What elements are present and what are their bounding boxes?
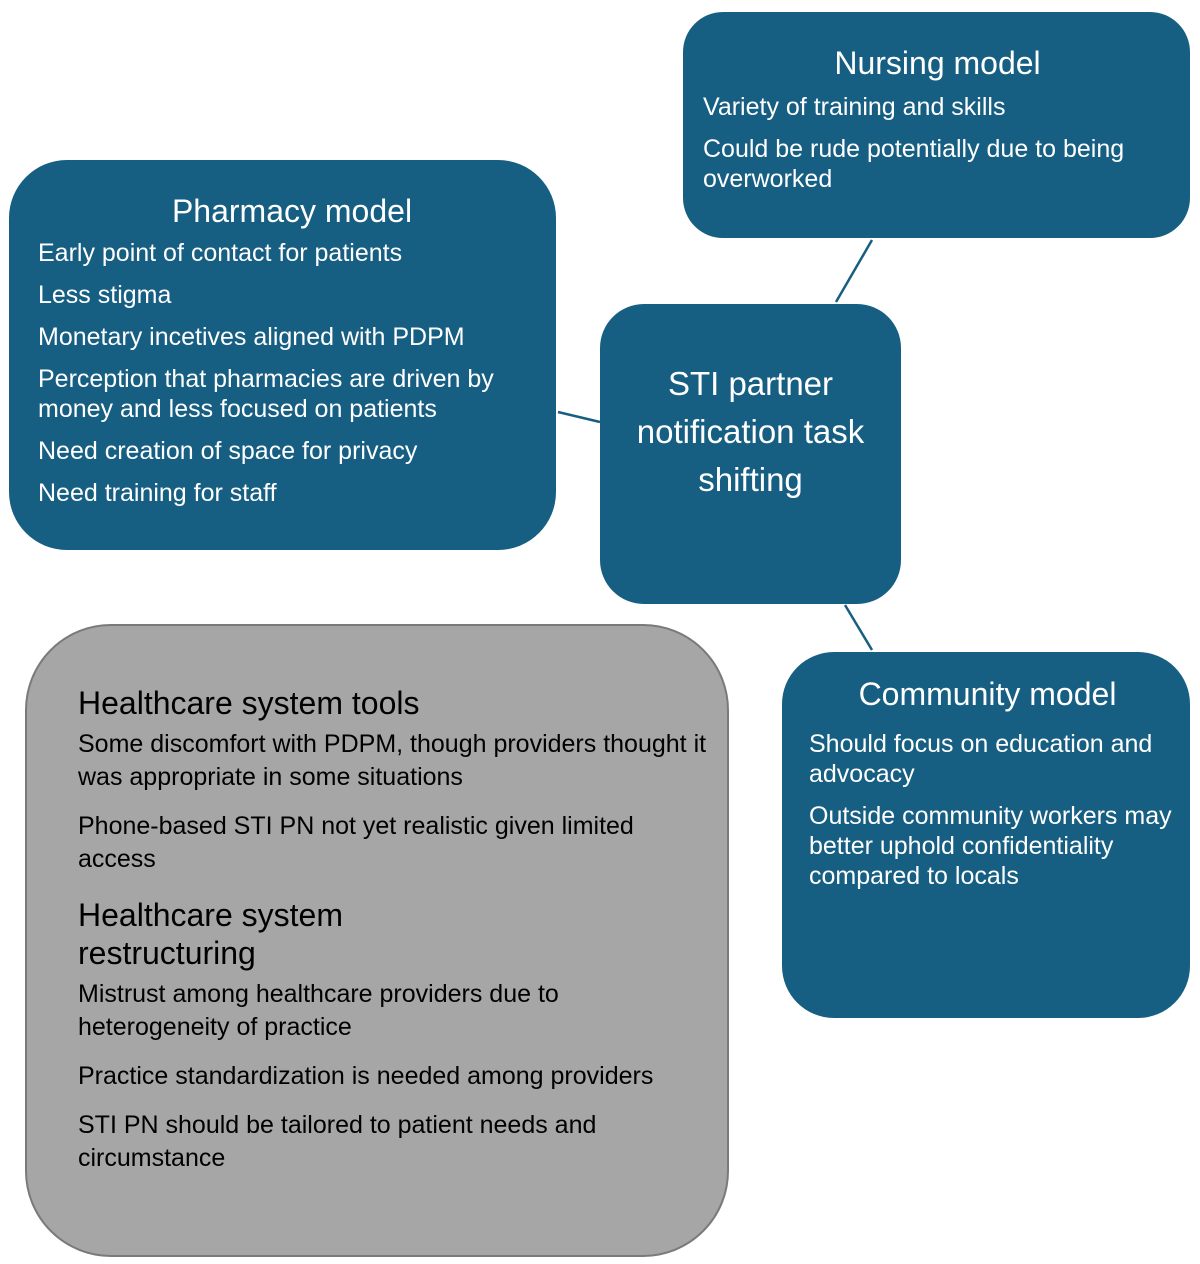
community-model-box: Community model Should focus on educatio… bbox=[782, 652, 1190, 1018]
healthcare-tools-list: Some discomfort with PDPM, though provid… bbox=[78, 728, 707, 876]
connector-center-nursing bbox=[834, 239, 874, 303]
list-item: Variety of training and skills bbox=[703, 93, 1006, 121]
healthcare-tools-title: Healthcare system tools bbox=[78, 685, 420, 721]
list-item: Practice standardization is needed among… bbox=[78, 1062, 654, 1090]
connector-center-community bbox=[843, 604, 874, 651]
list-item: STI PN should be tailored to patient nee… bbox=[78, 1111, 597, 1172]
healthcare-system-box: Healthcare system tools Some discomfort … bbox=[25, 624, 729, 1257]
list-item: Could be rude potentially due to being o… bbox=[703, 135, 1125, 193]
list-item: Outside community workers may better uph… bbox=[809, 802, 1172, 890]
list-item: Phone-based STI PN not yet realistic giv… bbox=[78, 812, 634, 873]
community-model-title: Community model bbox=[858, 676, 1117, 712]
central-topic-title: STI partner notification task shifting bbox=[636, 365, 865, 498]
list-item: Need creation of space for privacy bbox=[38, 437, 418, 465]
nursing-model-box: Nursing model Variety of training and sk… bbox=[683, 12, 1190, 238]
community-model-list: Should focus on education and advocacy O… bbox=[809, 729, 1176, 891]
list-item: Should focus on education and advocacy bbox=[809, 730, 1153, 788]
nursing-model-title: Nursing model bbox=[834, 45, 1041, 81]
nursing-model-list: Variety of training and skills Could be … bbox=[703, 92, 1172, 194]
healthcare-restructuring-title: Healthcare system restructuring bbox=[78, 897, 343, 971]
pharmacy-model-title: Pharmacy model bbox=[171, 193, 413, 229]
list-item: Perception that pharmacies are driven by… bbox=[38, 365, 494, 423]
list-item: Monetary incetives aligned with PDPM bbox=[38, 323, 465, 351]
list-item: Some discomfort with PDPM, though provid… bbox=[78, 730, 707, 791]
list-item: Need training for staff bbox=[38, 479, 277, 507]
connector-center-pharmacy bbox=[557, 410, 601, 424]
pharmacy-model-list: Early point of contact for patients Less… bbox=[38, 238, 546, 508]
list-item: Early point of contact for patients bbox=[38, 239, 403, 267]
list-item: Less stigma bbox=[38, 281, 172, 309]
list-item: Mistrust among healthcare providers due … bbox=[78, 980, 559, 1041]
central-topic-box: STI partner notification task shifting bbox=[600, 304, 901, 604]
pharmacy-model-box: Pharmacy model Early point of contact fo… bbox=[9, 160, 556, 550]
healthcare-restructuring-list: Mistrust among healthcare providers due … bbox=[78, 978, 707, 1175]
